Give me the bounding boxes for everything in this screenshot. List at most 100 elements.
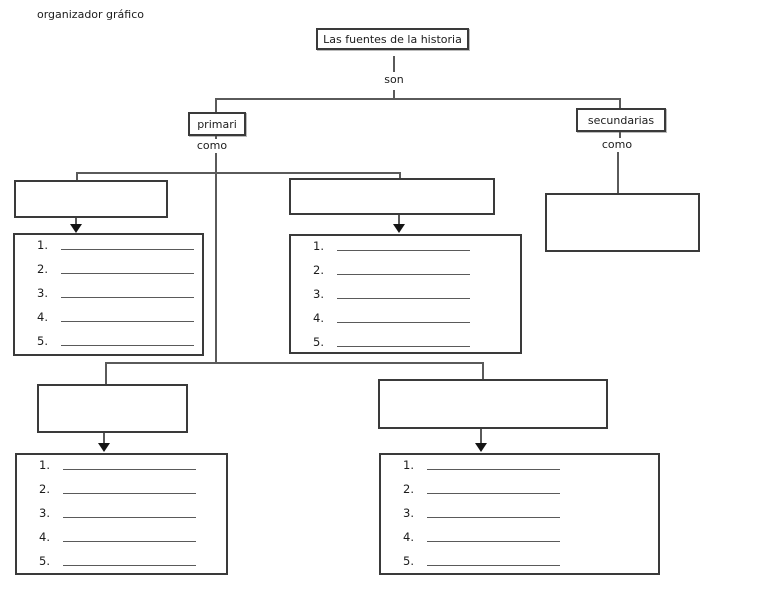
list-row: 4. <box>381 527 658 551</box>
upper-split-stub-right <box>399 172 401 179</box>
secondary-como-label: como <box>595 138 639 151</box>
list-number: 2. <box>39 482 50 496</box>
secondary-branch-box: secundarias <box>576 108 666 132</box>
list-number: 2. <box>37 262 48 276</box>
blank-line <box>61 297 194 298</box>
list-number: 5. <box>403 554 414 568</box>
list-number: 3. <box>37 286 48 300</box>
down-arrow-icon <box>70 224 82 233</box>
list-row: 3. <box>15 283 202 307</box>
root-connector-line-bottom <box>393 90 395 100</box>
list-number: 3. <box>403 506 414 520</box>
list-number: 5. <box>313 335 324 349</box>
list-row: 4. <box>15 307 202 331</box>
blank-line <box>61 273 194 274</box>
example-box-2 <box>289 178 495 215</box>
list-number: 1. <box>37 238 48 252</box>
blank-line <box>61 345 194 346</box>
blank-line <box>337 298 470 299</box>
blank-line <box>337 346 470 347</box>
list-row: 3. <box>291 284 520 308</box>
list-row: 5. <box>15 331 202 354</box>
list-number: 4. <box>39 530 50 544</box>
primary-como-label: como <box>190 139 234 152</box>
blank-line <box>63 517 196 518</box>
upper-split-line <box>76 172 401 174</box>
primary-branch-box: primari <box>188 112 246 136</box>
example-box-4 <box>378 379 608 429</box>
list-row: 4. <box>17 527 226 551</box>
arrow-shaft <box>480 429 482 444</box>
list-number: 1. <box>313 239 324 253</box>
list-row: 1. <box>15 235 202 259</box>
blank-line <box>427 541 560 542</box>
list-number: 5. <box>37 334 48 348</box>
list-row: 1. <box>291 236 520 260</box>
blank-line <box>427 565 560 566</box>
blank-line <box>63 493 196 494</box>
list-row: 5. <box>291 332 520 352</box>
blank-line <box>63 565 196 566</box>
root-connector-line-top <box>393 56 395 72</box>
branch-stub-right <box>619 98 621 108</box>
list-number: 2. <box>403 482 414 496</box>
blank-line <box>337 250 470 251</box>
list-row: 3. <box>17 503 226 527</box>
blank-line <box>427 493 560 494</box>
secondary-branch-label: secundarias <box>587 113 655 127</box>
lower-split-stub-left <box>105 362 107 384</box>
primary-como-stub <box>215 136 217 140</box>
list-number: 1. <box>403 458 414 472</box>
list-number: 1. <box>39 458 50 472</box>
son-connector-label: son <box>376 73 412 86</box>
list-number: 3. <box>39 506 50 520</box>
down-arrow-icon <box>98 443 110 452</box>
down-arrow-icon <box>393 224 405 233</box>
list-row: 3. <box>381 503 658 527</box>
list-row: 1. <box>17 455 226 479</box>
example-box-1 <box>14 180 168 218</box>
example-box-3 <box>37 384 188 433</box>
list-row: 2. <box>291 260 520 284</box>
list-row: 1. <box>381 455 658 479</box>
blank-list-box-4: 1. 2. 3. 4. 5. <box>379 453 660 575</box>
list-row: 2. <box>17 479 226 503</box>
secondary-como-stub <box>619 132 621 138</box>
secondary-connector-line <box>617 152 619 193</box>
blank-line <box>337 322 470 323</box>
page-title: organizador gráfico <box>37 8 145 21</box>
blank-line <box>61 321 194 322</box>
root-node-box: Las fuentes de la historia <box>316 28 469 50</box>
list-number: 4. <box>37 310 48 324</box>
blank-line <box>63 541 196 542</box>
blank-line <box>427 469 560 470</box>
root-node-label: Las fuentes de la historia <box>323 32 462 46</box>
branch-stub-left <box>215 98 217 112</box>
list-number: 5. <box>39 554 50 568</box>
branch-split-line <box>215 98 621 100</box>
lower-split-stub-right <box>482 362 484 379</box>
blank-list-box-1: 1. 2. 3. 4. 5. <box>13 233 204 356</box>
blank-line <box>63 469 196 470</box>
arrow-shaft <box>103 433 105 444</box>
list-row: 4. <box>291 308 520 332</box>
list-row: 5. <box>381 551 658 573</box>
blank-line <box>337 274 470 275</box>
arrow-shaft <box>398 215 400 225</box>
list-number: 3. <box>313 287 324 301</box>
list-row: 2. <box>15 259 202 283</box>
blank-line <box>427 517 560 518</box>
primary-trunk-line <box>215 153 217 363</box>
list-number: 4. <box>403 530 414 544</box>
upper-split-stub-left <box>76 172 78 180</box>
lower-split-line <box>105 362 483 364</box>
down-arrow-icon <box>475 443 487 452</box>
list-row: 5. <box>17 551 226 573</box>
primary-branch-label: primari <box>197 117 237 131</box>
list-number: 4. <box>313 311 324 325</box>
list-number: 2. <box>313 263 324 277</box>
arrow-shaft <box>75 218 77 225</box>
blank-list-box-3: 1. 2. 3. 4. 5. <box>15 453 228 575</box>
blank-line <box>61 249 194 250</box>
